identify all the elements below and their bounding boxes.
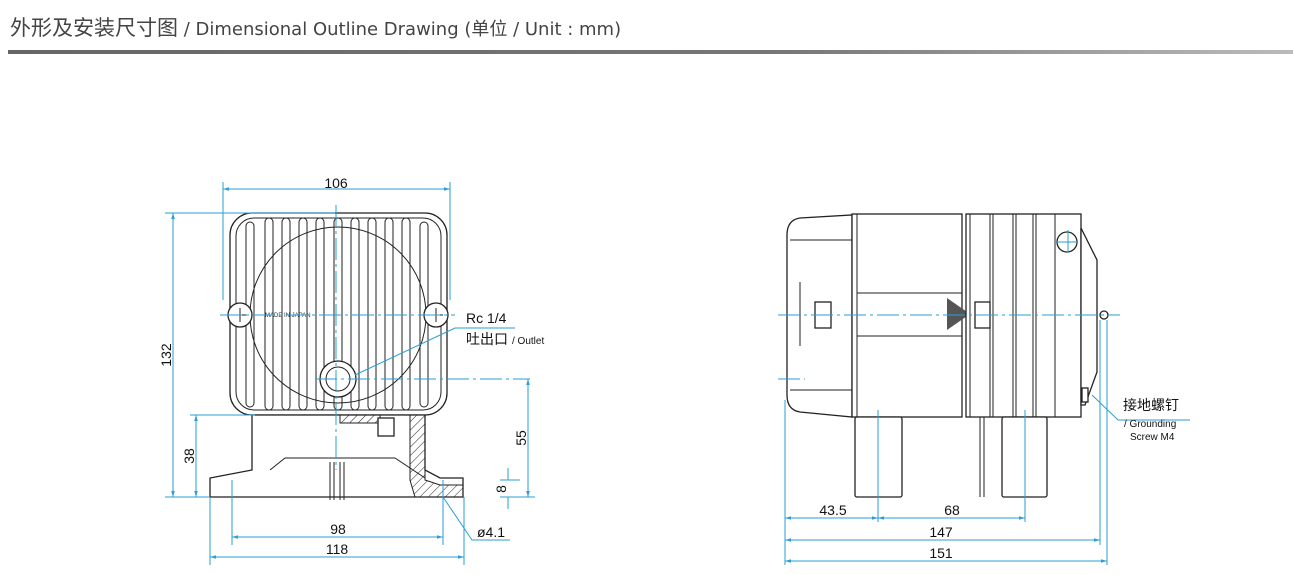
page-title: 外形及安装尺寸图 / Dimensional Outline Drawing (… <box>10 12 621 42</box>
dim-foot-offset: 43.5 <box>819 502 846 518</box>
ground-label-en1: / Grounding <box>1124 419 1176 430</box>
dim-body-147: 147 <box>929 524 953 540</box>
outlet-label-cn: 吐出口 <box>466 331 508 347</box>
outlet-label-en: / Outlet <box>512 336 544 347</box>
dim-base-38: 38 <box>181 448 197 464</box>
dim-pitch-98: 98 <box>330 521 346 537</box>
dim-overall-151: 151 <box>929 545 953 561</box>
outlet-thread: Rc 1/4 <box>466 310 507 326</box>
title-en: / Dimensional Outline Drawing (单位 / Unit… <box>178 19 622 40</box>
dim-foot-8: 8 <box>493 485 509 493</box>
dim-base-118: 118 <box>326 541 349 557</box>
dim-foot-pitch: 68 <box>944 502 960 518</box>
front-view: MADE IN JAPAN 106 132 38 55 8 98 118 ø4.… <box>158 175 544 565</box>
ground-label-cn: 接地螺钉 <box>1123 397 1179 413</box>
title-divider <box>8 50 1293 54</box>
dim-outlet-55: 55 <box>513 430 529 446</box>
dim-hole-dia: ø4.1 <box>477 524 505 540</box>
dim-height-132: 132 <box>158 343 174 367</box>
dim-width-106: 106 <box>324 175 348 191</box>
ground-label-en2: Screw M4 <box>1130 432 1175 443</box>
marking-text: MADE IN JAPAN <box>265 313 311 319</box>
side-view: 43.5 68 147 151 接地螺钉 / Grounding Screw M… <box>778 213 1190 565</box>
title-cn: 外形及安装尺寸图 <box>10 16 178 40</box>
